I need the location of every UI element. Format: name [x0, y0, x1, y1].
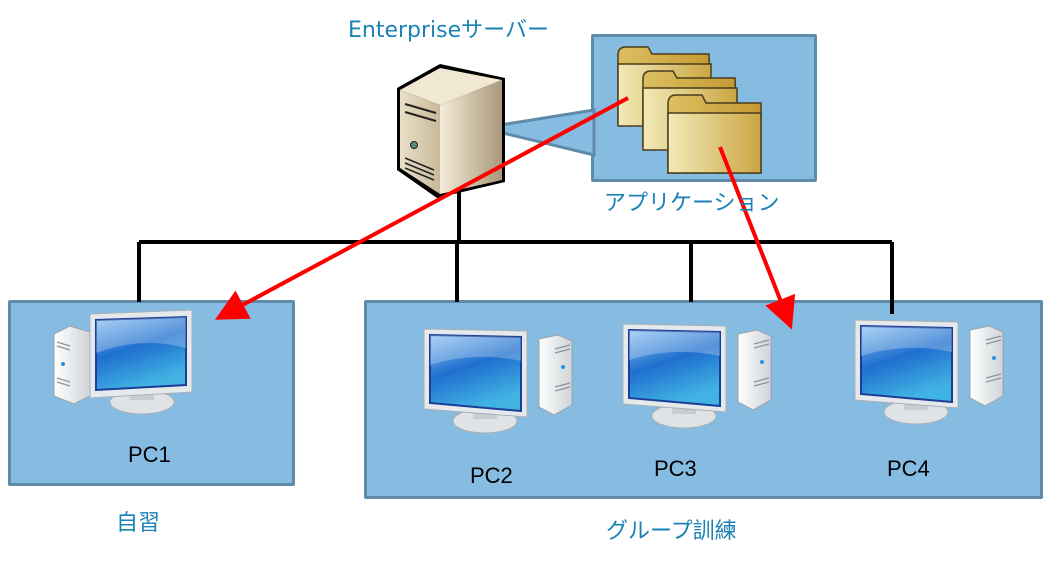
folder-icon — [667, 94, 762, 174]
pc4-computer-icon — [854, 319, 1004, 425]
arrow-to-self-study — [214, 96, 629, 320]
pc1-label: PC1 — [128, 442, 171, 467]
pc2-computer-icon — [423, 328, 573, 434]
pc4-label: PC4 — [887, 456, 930, 481]
pc3-computer-icon — [622, 323, 772, 429]
distribution-arrows — [214, 96, 796, 330]
pc1-computer-icon — [53, 309, 193, 415]
server-label: Enterpriseサーバー — [348, 18, 549, 43]
pc2-label: PC2 — [470, 463, 513, 488]
group-training-label: グループ訓練 — [606, 519, 737, 544]
folder-stack-icon — [617, 46, 762, 174]
server-tower-icon — [397, 64, 505, 198]
arrow-to-group-training — [718, 146, 796, 330]
callout-wedge — [481, 108, 596, 157]
application-label: アプリケーション — [604, 191, 780, 216]
self-study-group-label: 自習 — [116, 511, 161, 536]
pc3-label: PC3 — [654, 456, 697, 481]
network-lines — [137, 192, 894, 314]
